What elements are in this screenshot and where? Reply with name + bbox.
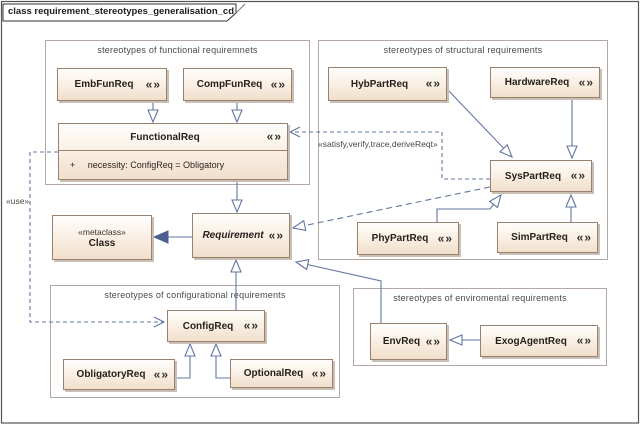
- class-box-requirement[interactable]: Requirement «»: [192, 213, 290, 258]
- package-title: stereotypes of functional requiremnets: [97, 45, 258, 55]
- class-name: HardwareReq: [504, 77, 570, 88]
- stereotype-icon: «»: [145, 76, 161, 91]
- stereotype-icon: «»: [570, 168, 586, 183]
- class-name: Requirement: [202, 230, 264, 241]
- class-name: SimPartReq: [511, 232, 568, 243]
- package-environmental-requirements[interactable]: stereotypes of enviromental requirements: [353, 288, 607, 366]
- stereotype-icon: «»: [266, 129, 282, 144]
- class-name: EmbFunReq: [74, 79, 134, 90]
- stereotype-icon: «»: [437, 230, 453, 245]
- package-structural-requirements[interactable]: stereotypes of structural requirements: [318, 40, 608, 260]
- use-dependency-label: «use»: [6, 196, 30, 206]
- stereotype-icon: «»: [425, 333, 441, 348]
- class-box-hybpartreq[interactable]: HybPartReq «»: [328, 67, 447, 101]
- stereotype-icon: «»: [576, 229, 592, 244]
- class-box-optionalreq[interactable]: OptionalReq «»: [230, 359, 333, 388]
- stereotype-icon: «»: [268, 227, 284, 242]
- class-box-syspartreq[interactable]: SysPartReq «»: [490, 160, 592, 192]
- class-title-compartment: FunctionalReq «»: [59, 124, 287, 151]
- stereotype-icon: «»: [243, 318, 259, 333]
- class-attribute: + necessity: ConfigReq = Obligatory: [70, 160, 225, 170]
- class-name: FunctionalReq: [130, 131, 200, 143]
- satisfy-dependency-label: «satisfy,verify,trace,deriveReqt»: [318, 139, 438, 149]
- class-name: ConfigReq: [182, 320, 234, 332]
- stereotype-icon: «»: [311, 365, 327, 380]
- package-title: stereotypes of structural requirements: [383, 45, 543, 55]
- class-box-hardwarereq[interactable]: HardwareReq «»: [490, 67, 600, 98]
- package-title: stereotypes of configurational requireme…: [104, 290, 286, 300]
- class-name: PhyPartReq: [371, 233, 429, 244]
- class-box-phypartreq[interactable]: PhyPartReq «»: [357, 222, 459, 255]
- class-name: CompFunReq: [196, 79, 263, 90]
- frame-title-tab-shape: [2, 3, 237, 22]
- diagram-title: class requirement_stereotypes_generalisa…: [8, 6, 234, 17]
- class-box-compfunreq[interactable]: CompFunReq «»: [183, 68, 292, 101]
- class-name: ExogAgentReq: [495, 335, 567, 347]
- class-box-configreq[interactable]: ConfigReq «»: [167, 310, 265, 342]
- class-name: SysPartReq: [504, 170, 562, 182]
- package-title: stereotypes of enviromental requirements: [393, 293, 567, 303]
- stereotype-icon: «»: [576, 333, 592, 348]
- class-box-exogagentreq[interactable]: ExogAgentReq «»: [480, 325, 598, 357]
- class-box-metaclass-class[interactable]: «metaclass» Class: [52, 215, 152, 260]
- stereotype-icon: «»: [425, 76, 441, 91]
- class-name: EnvReq: [382, 336, 421, 347]
- stereotype-icon: «»: [270, 76, 286, 91]
- class-box-envreq[interactable]: EnvReq «»: [370, 323, 447, 360]
- tab-corner-tick: [235, 3, 246, 14]
- class-name: ObligatoryReq: [76, 369, 146, 380]
- package-configurational-requirements[interactable]: stereotypes of configurational requireme…: [50, 285, 340, 398]
- class-name: HybPartReq: [350, 78, 409, 90]
- package-functional-requirements[interactable]: stereotypes of functional requiremnets: [45, 40, 310, 185]
- class-box-simpartreq[interactable]: SimPartReq «»: [497, 222, 598, 253]
- class-name: Class: [88, 237, 116, 249]
- class-name: OptionalReq: [243, 368, 304, 379]
- class-box-obligatoryreq[interactable]: ObligatoryReq «»: [63, 359, 175, 390]
- class-box-functionalreq[interactable]: FunctionalReq «» + necessity: ConfigReq …: [58, 123, 288, 180]
- class-box-embfunreq[interactable]: EmbFunReq «»: [57, 68, 167, 101]
- metaclass-stereotype: «metaclass»: [78, 226, 126, 237]
- stereotype-icon: «»: [153, 366, 169, 381]
- stereotype-icon: «»: [578, 74, 594, 89]
